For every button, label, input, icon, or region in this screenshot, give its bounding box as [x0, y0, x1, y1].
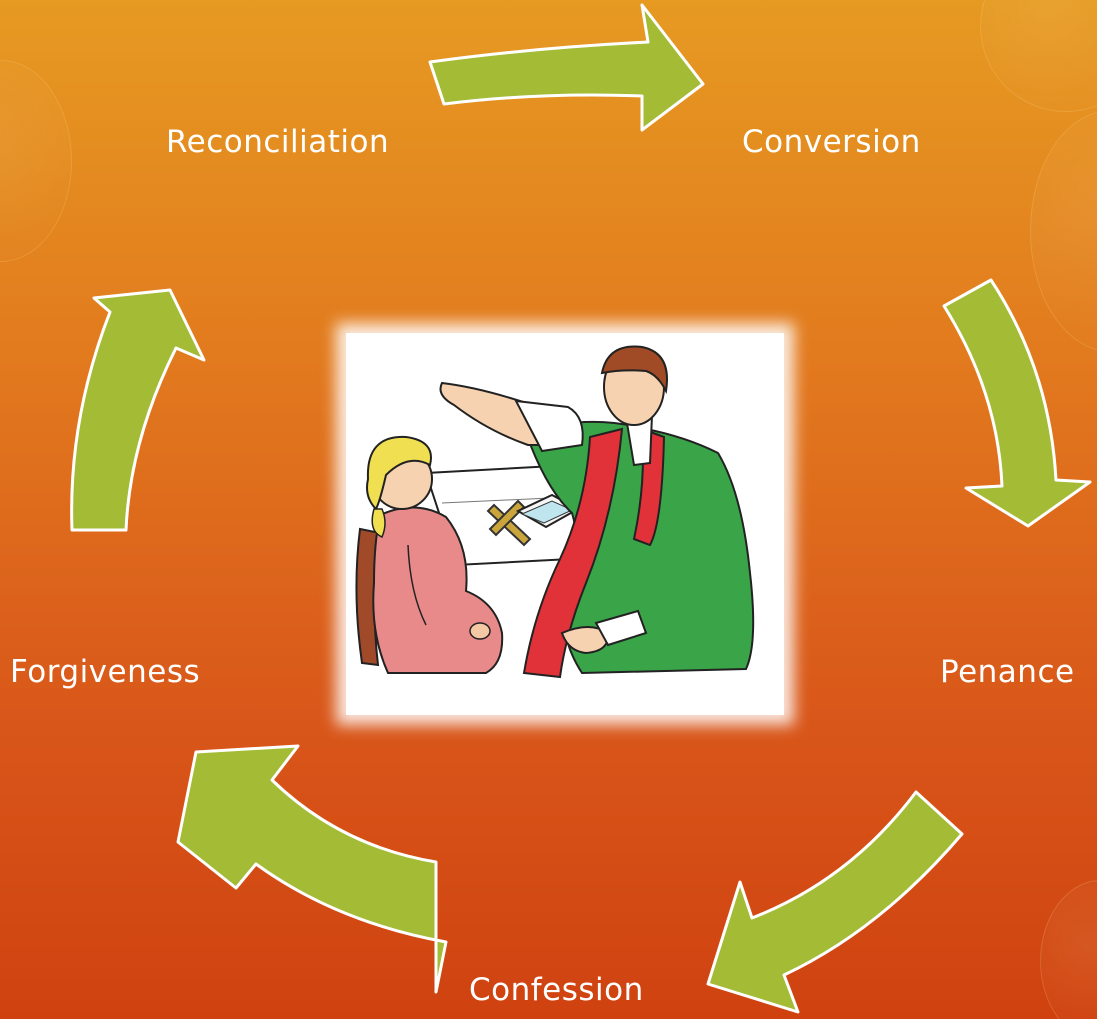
arrow-reconciliation-to-conversion: [428, 3, 705, 132]
arrow-forgiveness-to-reconciliation: [70, 288, 206, 532]
arrow-penance-to-confession: [706, 790, 964, 1014]
label-reconciliation: Reconciliation: [166, 124, 390, 160]
priest-blessing-child-illustration: [355, 345, 755, 679]
crucifix-icon: [486, 499, 532, 547]
label-confession: Confession: [469, 972, 644, 1008]
label-forgiveness: Forgiveness: [10, 654, 201, 690]
label-conversion: Conversion: [742, 124, 921, 160]
arrow-confession-to-forgiveness: [176, 744, 448, 994]
arrow-conversion-to-penance: [942, 278, 1092, 528]
confession-illustration: [346, 333, 784, 715]
label-penance: Penance: [940, 654, 1075, 690]
